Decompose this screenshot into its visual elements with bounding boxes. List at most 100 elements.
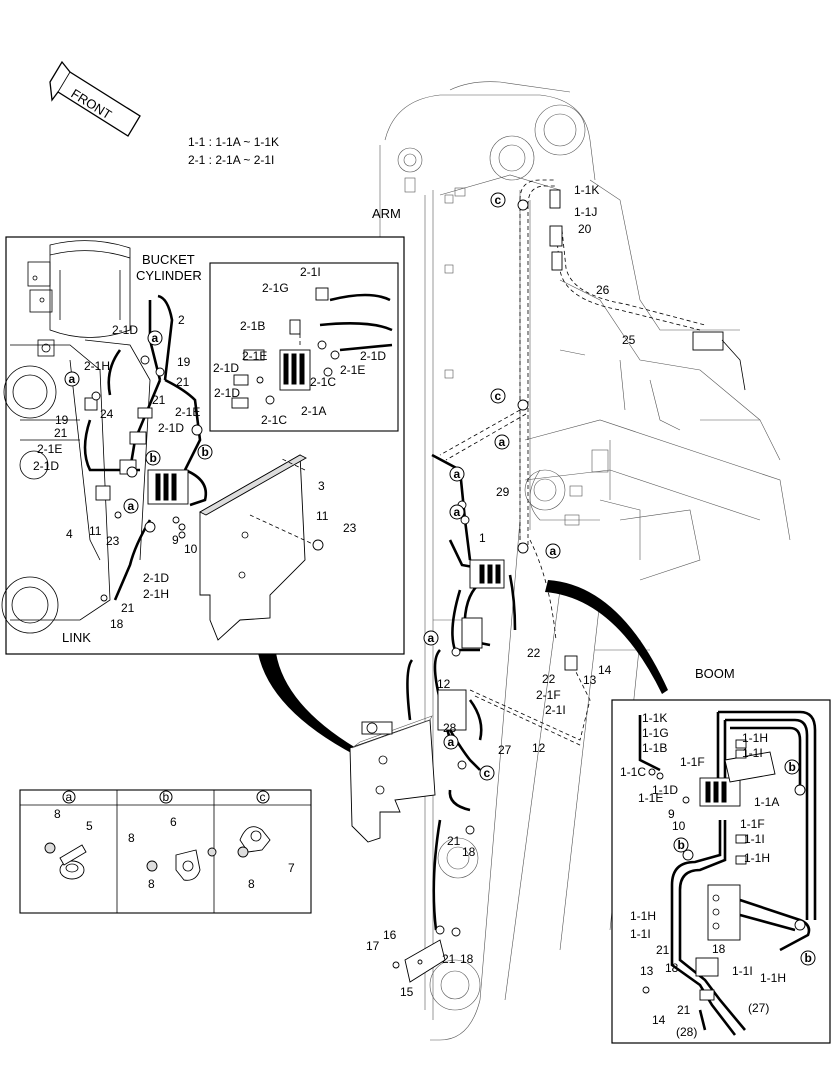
part-callout: 2-1E [242,349,267,363]
part-callout: 15 [400,985,414,999]
clamp-marker-letter: a [69,372,76,386]
detail-connector-right [545,580,668,694]
part-callout: 21 [656,943,670,957]
boom-label: BOOM [695,666,735,681]
part-callout: 13 [583,673,597,687]
part-callout: 2-1A [301,404,326,418]
part-callout: 2-1D [33,459,59,473]
arm-label: ARM [372,206,401,221]
part-callout: 10 [184,542,198,556]
part-callout: (27) [748,1001,769,1015]
clamp-marker-letter: b [789,760,796,774]
part-callout: 1-1H [742,731,768,745]
part-callout: 1-1H [760,971,786,985]
part-callout: 2-1E [340,363,365,377]
part-callout: 29 [496,485,510,499]
clamp-marker-letter: c [484,766,491,780]
part-callout: 2-1D [360,349,386,363]
part-callout: 22 [542,672,556,686]
clamp-marker-letter: a [454,467,461,481]
part-callout: 21 [447,834,461,848]
part-callout: 1-1K [642,711,667,725]
clamp-marker-circle [490,388,506,404]
clamp-marker-circle [494,434,510,450]
part-callout: 14 [598,663,612,677]
detail-panel-boom [611,699,831,1044]
clamp-marker-letter: a [152,331,159,345]
clamp-marker-circle [479,765,495,781]
clamp-marker-circle [784,759,800,775]
part-callout: 14 [652,1013,666,1027]
clamp-marker-letter: b [678,838,685,852]
part-callout: 1 [479,531,486,545]
part-callout: 16 [383,928,397,942]
clamp-marker-circle [449,466,465,482]
part-callout: 12 [532,741,546,755]
part-callout: 2-1F [536,688,561,702]
part-callout: 2-1C [261,413,287,427]
part-callout: 24 [100,407,114,421]
front-direction-arrow: FRONT [49,60,141,137]
bucket-cylinder-label-1: BUCKET [142,252,195,267]
part-callout: 18 [665,961,679,975]
bucket-cylinder-label-2: CYLINDER [136,268,202,283]
part-callout: 2-1H [143,587,169,601]
part-callout: 1-1J [574,205,597,219]
part-callout: 1-1I [630,927,651,941]
part-callout: 21 [54,426,68,440]
part-callout: 1-1E [638,791,663,805]
clamp-part-number: 6 [170,815,177,829]
clamp-marker-circle [449,504,465,520]
part-callout: 1-1H [630,909,656,923]
clamp-marker-letter: a [550,544,557,558]
part-callout: 2 [178,313,185,327]
part-callout: 28 [443,721,457,735]
clamp-marker-circle [800,950,816,966]
part-callout: 1-1F [740,817,765,831]
part-callout: 13 [640,964,654,978]
part-callout: 1-1A [754,795,779,809]
clamp-marker-letter: b [805,951,812,965]
part-callout: 2-1H [84,359,110,373]
part-callout: 2-1D [213,361,239,375]
part-callout: 4 [66,527,73,541]
part-callout: (28) [676,1025,697,1039]
clamp-key-letter: b [163,790,170,804]
part-callout: 18 [460,952,474,966]
clamp-marker-letter: a [454,505,461,519]
part-callout: 1-1I [732,964,753,978]
part-callout: 19 [177,355,191,369]
part-callout: 25 [622,333,636,347]
part-callout: 17 [366,939,380,953]
clamp-marker-circle [123,498,139,514]
part-callout: 1-1D [652,783,678,797]
part-callout: 2-1I [545,703,566,717]
part-callout: 21 [121,601,135,615]
part-callout: 2-1D [158,421,184,435]
part-callout: 9 [172,533,179,547]
clamp-marker-circle [423,630,439,646]
clamp-key-circle [159,790,173,804]
clamp-marker-letter: c [495,389,502,403]
part-callout: 1-1I [742,746,763,760]
clamp-part-number: 8 [248,877,255,891]
part-callout: 11 [316,509,329,523]
clamp-marker-circle [490,192,506,208]
part-callout: 27 [498,743,512,757]
link-label: LINK [62,630,91,645]
part-callout: 2-1E [37,442,62,456]
part-callout: 21 [152,393,166,407]
clamp-marker-letter: a [128,499,135,513]
part-callout: 2-1C [310,375,336,389]
part-callout: 23 [106,534,120,548]
part-callout: 26 [596,283,610,297]
part-callout: 1-1K [574,183,599,197]
part-callout: 1-1F [680,755,705,769]
part-callout: 18 [110,617,124,631]
clamp-part-number: 5 [86,819,93,833]
clamp-marker-letter: a [499,435,506,449]
